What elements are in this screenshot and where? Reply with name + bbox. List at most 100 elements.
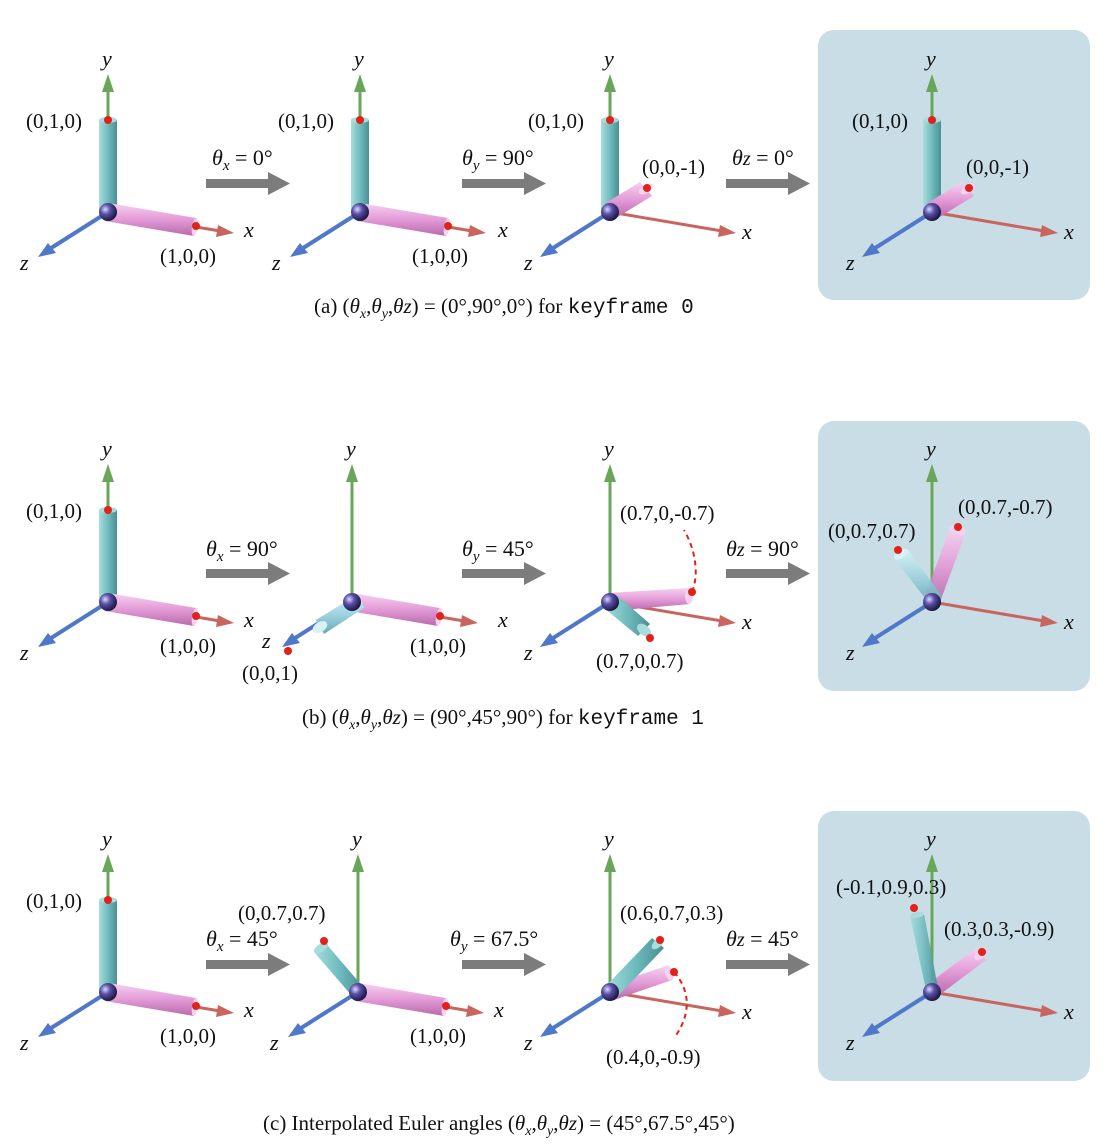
y-axis-arrow	[604, 854, 616, 992]
point-marker	[320, 937, 328, 945]
y-axis-label: y	[344, 436, 356, 461]
origin-ball	[99, 983, 117, 1001]
z-axis-arrow	[540, 990, 612, 1037]
origin-ball	[343, 593, 361, 611]
point-label: (0,0.7,0.7)	[828, 519, 916, 543]
step-angle-label: θy = 45°	[462, 536, 534, 565]
rotated-y-cylinder	[910, 911, 938, 990]
x-cylinder	[105, 203, 199, 236]
point-marker	[894, 546, 902, 554]
z-axis-label: z	[271, 250, 281, 275]
caption: (b) (θx,θy,θz) = (90°,45°,90°) for keyfr…	[302, 705, 704, 733]
point-label: (0,1,0)	[26, 109, 82, 133]
axes-panel: x y z (-0.1,0.9,0.3) (0.3,0.3,-0.9)	[836, 826, 1074, 1055]
rotated-z-cylinder	[893, 548, 942, 602]
origin-ball	[99, 203, 117, 221]
caption: (c) Interpolated Euler angles (θx,θy,θz)…	[263, 1111, 735, 1139]
origin-ball	[923, 983, 941, 1001]
point-marker	[442, 1002, 450, 1010]
z-axis-label: z	[261, 628, 271, 653]
origin-ball	[351, 203, 369, 221]
origin-ball	[601, 983, 619, 1001]
z-axis-arrow	[38, 600, 110, 647]
row-b: x y z (0,1,0) (1,0,0) x y z (0,0,1) (1,0…	[19, 421, 1090, 733]
y-axis-arrow	[352, 854, 364, 992]
step-arrow	[206, 172, 290, 195]
step-arrow	[462, 953, 546, 976]
axes-panel: x y z (0,1,0) (0,0,-1)	[845, 46, 1074, 275]
point-marker	[965, 184, 973, 192]
origin-ball	[923, 203, 941, 221]
x-axis-label: x	[741, 219, 752, 244]
axes-panel: x y z (0,1,0) (1,0,0)	[19, 826, 254, 1055]
axes-panel: x y z (0,0.7,0.7) (0,0.7,-0.7)	[828, 436, 1074, 665]
point-label: (1,0,0)	[410, 1024, 466, 1048]
y-axis-label: y	[100, 436, 112, 461]
axes-panel: x y z (0.7,0,-0.7) (0.7,0,0.7)	[523, 436, 752, 673]
y-axis-label: y	[602, 826, 614, 851]
x-axis-arrow	[609, 210, 736, 237]
step-angle-label: θx = 90°	[206, 536, 278, 565]
z-axis-label: z	[523, 250, 533, 275]
point-marker	[978, 948, 986, 956]
x-axis-arrow	[931, 600, 1058, 627]
x-axis-label: x	[1063, 999, 1074, 1024]
step-angle-label: θz = 45°	[726, 926, 799, 951]
x-axis-label: x	[493, 997, 504, 1022]
z-axis-label: z	[19, 250, 29, 275]
y-cylinder	[923, 117, 941, 212]
step-angle-label: θx = 0°	[212, 145, 273, 174]
point-marker	[436, 612, 444, 620]
point-label: (0.4,0,-0.9)	[606, 1045, 700, 1069]
point-marker	[192, 222, 200, 230]
z-axis-label: z	[19, 1030, 29, 1055]
axes-panel: x y z (0,0.7,0.7) (1,0,0)	[238, 826, 504, 1055]
point-marker	[104, 116, 112, 124]
point-label: (1,0,0)	[160, 244, 216, 268]
x-axis-label: x	[497, 607, 508, 632]
z-axis-label: z	[269, 1030, 279, 1055]
point-marker	[104, 896, 112, 904]
x-axis-label: x	[243, 997, 254, 1022]
y-axis-label: y	[350, 826, 362, 851]
x-cylinder	[349, 593, 443, 626]
z-axis-label: z	[845, 250, 855, 275]
point-label: (0,0,-1)	[642, 155, 705, 179]
axes-panel: x y z (0,0,1) (1,0,0)	[242, 436, 508, 685]
x-axis-arrow	[609, 990, 736, 1017]
axes-panel: x y z (0,1,0) (0,0,-1)	[523, 46, 752, 275]
point-marker	[284, 647, 292, 655]
point-label: (0.7,0,0.7)	[596, 649, 684, 673]
step-arrow	[726, 953, 810, 976]
x-axis-label: x	[1063, 219, 1074, 244]
x-cylinder	[357, 203, 451, 236]
origin-ball	[601, 203, 619, 221]
step-arrow	[462, 172, 546, 195]
point-marker	[910, 904, 918, 912]
result-panel-background	[818, 30, 1090, 300]
x-cylinder	[105, 983, 199, 1016]
point-label: (0.6,0.7,0.3)	[620, 901, 723, 925]
point-marker	[444, 222, 452, 230]
point-marker	[192, 1002, 200, 1010]
point-label: (0,0.7,0.7)	[238, 901, 326, 925]
point-label: (0,0.7,-0.7)	[958, 495, 1052, 519]
origin-ball	[601, 593, 619, 611]
point-label: (0.7,0,-0.7)	[620, 501, 714, 525]
z-axis-label: z	[845, 1030, 855, 1055]
caption: (a) (θx,θy,θz) = (0°,90°,0°) for keyfram…	[314, 294, 694, 322]
z-axis-arrow	[540, 600, 612, 647]
point-label: (0,0,1)	[242, 661, 298, 685]
point-label: (0,1,0)	[528, 109, 584, 133]
step-arrow	[206, 953, 290, 976]
point-label: (1,0,0)	[412, 244, 468, 268]
z-axis-arrow	[862, 990, 934, 1037]
step-arrow	[726, 172, 810, 195]
step-arrow	[462, 562, 546, 585]
point-label: (0.3,0.3,-0.9)	[944, 917, 1054, 941]
z-axis-label: z	[19, 640, 29, 665]
point-marker	[656, 936, 664, 944]
y-cylinder	[99, 117, 117, 212]
point-marker	[928, 116, 936, 124]
point-label: (0,1,0)	[278, 109, 334, 133]
